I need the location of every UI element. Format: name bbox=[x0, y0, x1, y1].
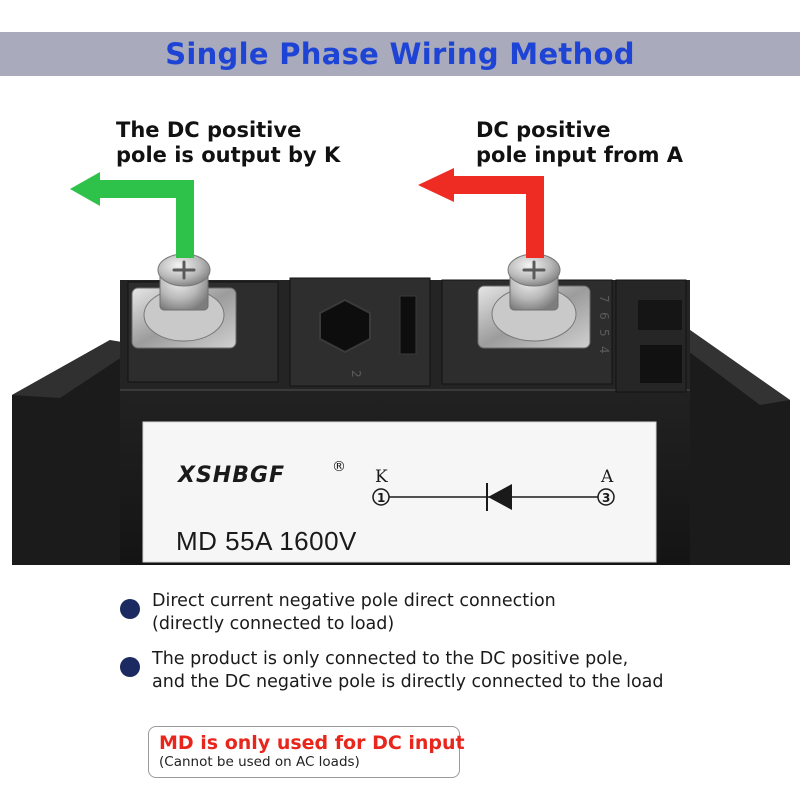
callout-line: DC positive bbox=[476, 118, 611, 142]
output-arrowhead bbox=[70, 172, 100, 206]
side-pin-number: 5 bbox=[597, 329, 611, 337]
callout-input-a: DC positive pole input from A bbox=[476, 118, 683, 168]
side-pin-number: 4 bbox=[597, 346, 611, 354]
diode-symbol-icon bbox=[488, 484, 512, 510]
side-pin-number: 7 bbox=[597, 295, 611, 303]
left-flange-top bbox=[12, 340, 140, 398]
bullet-line: and the DC negative pole is directly con… bbox=[152, 672, 664, 692]
callout-output-k: The DC positive pole is output by K bbox=[116, 118, 340, 168]
notice-main-text: MD is only used for DC input bbox=[159, 732, 465, 754]
terminal-screw-a bbox=[477, 253, 591, 349]
terminal-a-number: 3 bbox=[602, 491, 610, 505]
side-pin-slot bbox=[638, 300, 682, 330]
bullet-line: The product is only connected to the DC … bbox=[152, 649, 629, 669]
bullet-line: (directly connected to load) bbox=[152, 614, 395, 634]
right-flange-top bbox=[680, 330, 790, 405]
callout-line: The DC positive bbox=[116, 118, 302, 142]
terminal-k-number: 1 bbox=[377, 491, 385, 505]
hex-nut-cavity bbox=[319, 298, 371, 354]
bullet-dot-icon bbox=[120, 599, 140, 619]
callout-line: pole is output by K bbox=[116, 143, 341, 167]
notice-sub-text: (Cannot be used on AC loads) bbox=[159, 754, 360, 770]
terminal-k-label: K bbox=[375, 467, 388, 487]
center-terminal-number: 2 bbox=[349, 370, 363, 378]
label-plate bbox=[142, 421, 657, 563]
callout-line: pole input from A bbox=[476, 143, 684, 167]
bullet-dot-icon bbox=[120, 657, 140, 677]
registered-mark: ® bbox=[332, 459, 346, 475]
terminal-screw-k bbox=[131, 253, 237, 349]
phillips-icon bbox=[522, 260, 546, 280]
list-item: Direct current negative pole direct conn… bbox=[120, 590, 780, 636]
model-number: MD 55A 1600V bbox=[176, 526, 357, 556]
list-item: The product is only connected to the DC … bbox=[120, 648, 780, 694]
page-title: Single Phase Wiring Method bbox=[165, 37, 635, 71]
input-arrowhead bbox=[418, 168, 454, 202]
title-bar: Single Phase Wiring Method bbox=[0, 32, 800, 76]
terminal-a-label: A bbox=[600, 467, 614, 487]
phillips-icon bbox=[172, 260, 196, 280]
side-pin-number: 6 bbox=[597, 312, 611, 320]
bullet-list: Direct current negative pole direct conn… bbox=[120, 590, 780, 694]
bullet-line: Direct current negative pole direct conn… bbox=[152, 591, 556, 611]
input-arrow-shaft bbox=[454, 176, 544, 258]
dc-only-notice: MD is only used for DC input (Cannot be … bbox=[148, 726, 465, 778]
center-slot bbox=[399, 295, 417, 355]
output-arrow-shaft bbox=[100, 180, 194, 258]
brand-logo: XSHBGF bbox=[176, 463, 285, 488]
side-pin-slot bbox=[640, 345, 682, 383]
